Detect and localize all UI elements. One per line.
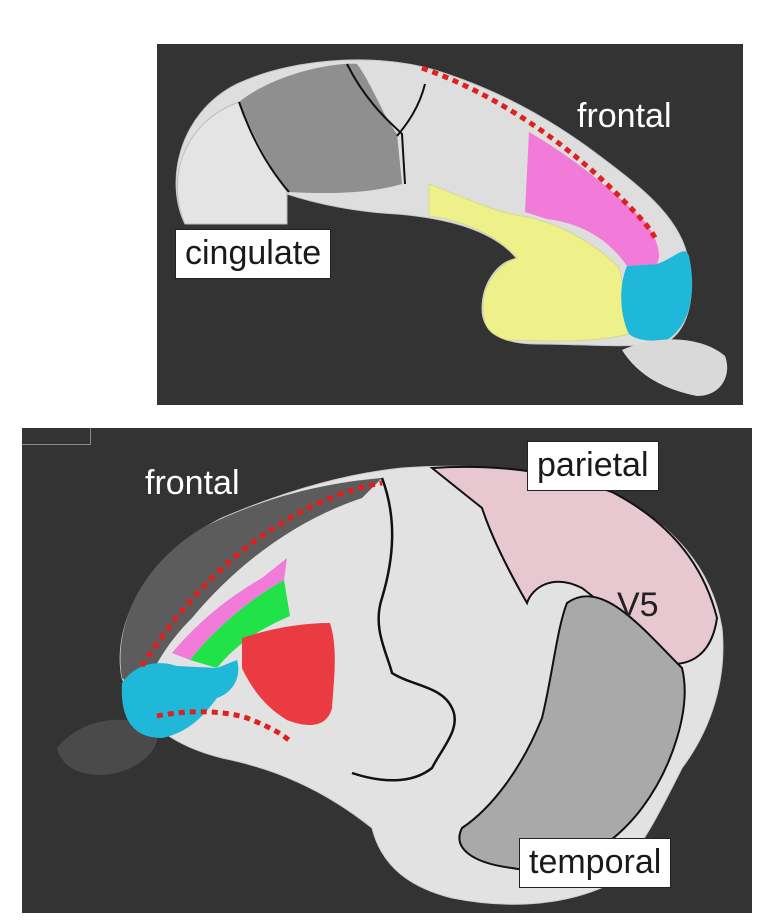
lateral-brain-drawing <box>57 465 724 905</box>
pink-region <box>525 132 659 266</box>
medial-view-panel: frontal cingulate <box>157 44 743 405</box>
red-region <box>242 623 335 725</box>
olfactory-bulb <box>622 339 728 396</box>
green-region <box>190 580 290 668</box>
pink-region <box>172 558 287 660</box>
window-corner <box>22 428 91 445</box>
dotted-red-line <box>421 65 660 244</box>
dotted-red-line <box>156 709 294 745</box>
label-temporal: temporal <box>519 838 672 888</box>
sulcus-boundary <box>346 63 406 185</box>
cyan-region <box>621 251 693 341</box>
label-parietal: parietal <box>527 441 659 491</box>
label-frontal-top: frontal <box>577 97 672 135</box>
sulcus-boundary <box>396 83 426 137</box>
label-v5: V5 <box>617 586 659 624</box>
dotted-red-line <box>139 480 383 668</box>
lateral-view-panel: frontal parietal V5 temporal <box>22 428 752 913</box>
olfactory-bulb <box>57 719 158 775</box>
label-frontal-bottom: frontal <box>145 464 240 502</box>
cingulate-region-dark <box>239 63 402 194</box>
cyan-region <box>121 660 239 738</box>
sulcus-boundary <box>238 101 290 193</box>
medial-brain-drawing <box>175 59 728 396</box>
yellow-region <box>428 183 630 342</box>
sulcus-boundary <box>351 477 456 782</box>
label-cingulate: cingulate <box>175 229 332 279</box>
